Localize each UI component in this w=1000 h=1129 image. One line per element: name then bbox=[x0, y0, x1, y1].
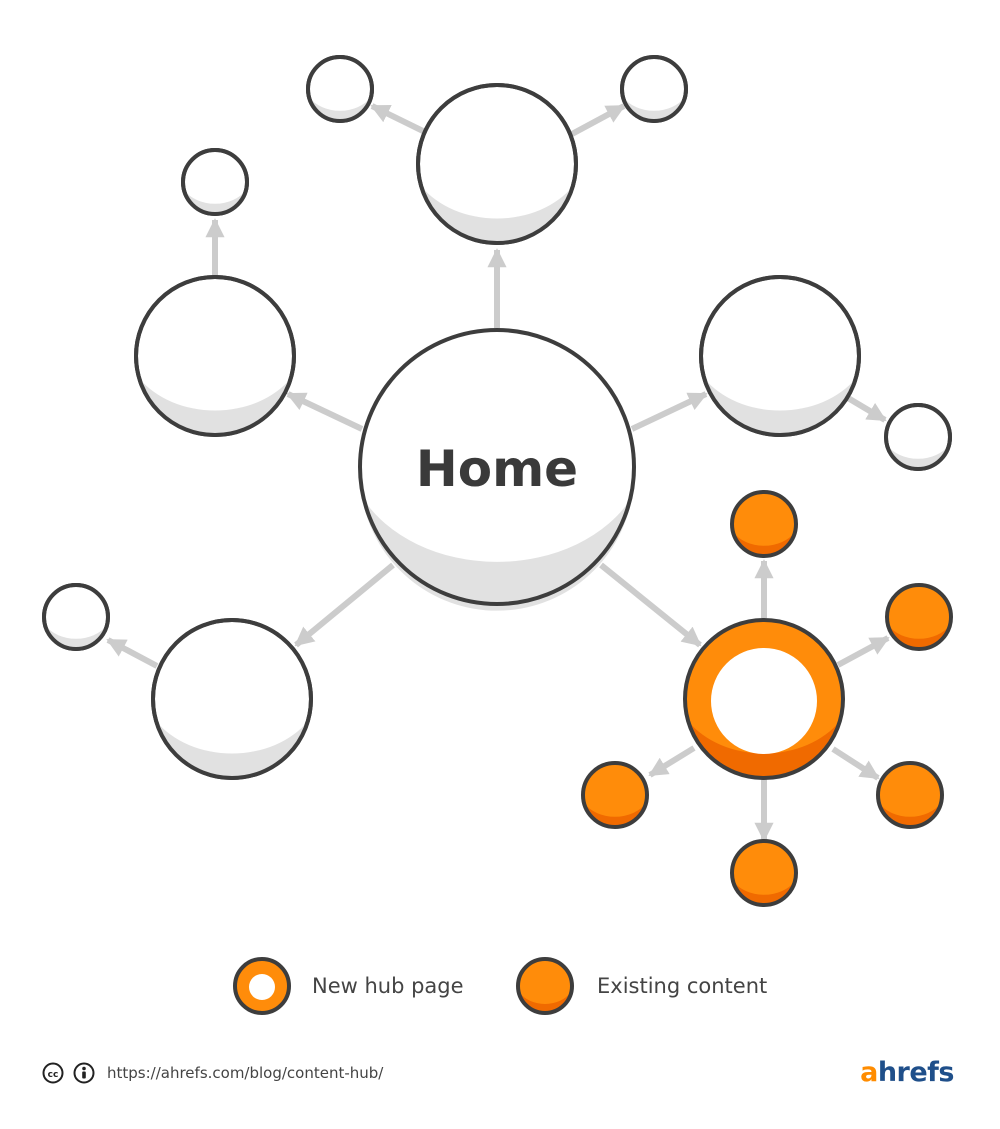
page-node-bottom-left bbox=[151, 618, 313, 780]
arrow-right-to-small bbox=[846, 395, 887, 423]
page-node-top-left-small bbox=[306, 55, 374, 123]
legend-existing-label: Existing content bbox=[597, 974, 767, 998]
page-node-right bbox=[699, 275, 861, 437]
hub-node bbox=[683, 618, 845, 780]
arrow-home-to-bottomleft bbox=[294, 562, 395, 648]
arrow-hub-to-right-upper bbox=[836, 635, 890, 668]
page-node-left-upper-small bbox=[181, 148, 249, 216]
arrow-home-to-hub bbox=[599, 562, 702, 648]
content-node-left-lower bbox=[581, 761, 649, 829]
page-nodes bbox=[42, 55, 952, 780]
content-node-bottom bbox=[730, 839, 798, 907]
cc-icon: cc bbox=[42, 1062, 64, 1084]
legend-hub-label: New hub page bbox=[312, 974, 464, 998]
license-icons: cc bbox=[42, 1062, 102, 1084]
attribution-icon bbox=[73, 1062, 95, 1084]
content-node-top bbox=[730, 490, 798, 558]
arrow-bottomleft-to-small bbox=[106, 637, 159, 669]
brand-rest: hrefs bbox=[877, 1057, 955, 1088]
arrow-hub-to-right-lower bbox=[831, 746, 880, 781]
arrow-home-to-right bbox=[630, 391, 708, 432]
home-label: Home bbox=[416, 440, 578, 498]
legend-hub-swatch bbox=[233, 957, 291, 1015]
page-node-right-small bbox=[884, 403, 952, 471]
arrow-top-to-topright bbox=[570, 103, 626, 137]
content-node-right-upper bbox=[885, 583, 953, 651]
page-node-top bbox=[416, 83, 578, 245]
home-node: Home bbox=[358, 328, 636, 611]
arrow-home-to-left bbox=[286, 391, 364, 432]
source-url[interactable]: https://ahrefs.com/blog/content-hub/ bbox=[107, 1064, 384, 1082]
legend-existing-swatch bbox=[516, 957, 574, 1015]
brand-a: a bbox=[860, 1057, 878, 1088]
ahrefs-logo[interactable]: ahrefs bbox=[860, 1057, 954, 1088]
connector-arrows bbox=[106, 103, 890, 842]
page-node-top-right-small bbox=[620, 55, 688, 123]
content-node-right-lower bbox=[876, 761, 944, 829]
svg-text:cc: cc bbox=[48, 1070, 59, 1080]
legend: New hub page Existing content bbox=[233, 957, 767, 1015]
arrow-hub-to-left-lower bbox=[648, 745, 696, 778]
arrow-top-to-topleft bbox=[370, 103, 427, 135]
existing-content-nodes bbox=[581, 490, 953, 907]
page-node-left bbox=[134, 275, 296, 437]
page-node-bottom-left-small bbox=[42, 583, 110, 651]
